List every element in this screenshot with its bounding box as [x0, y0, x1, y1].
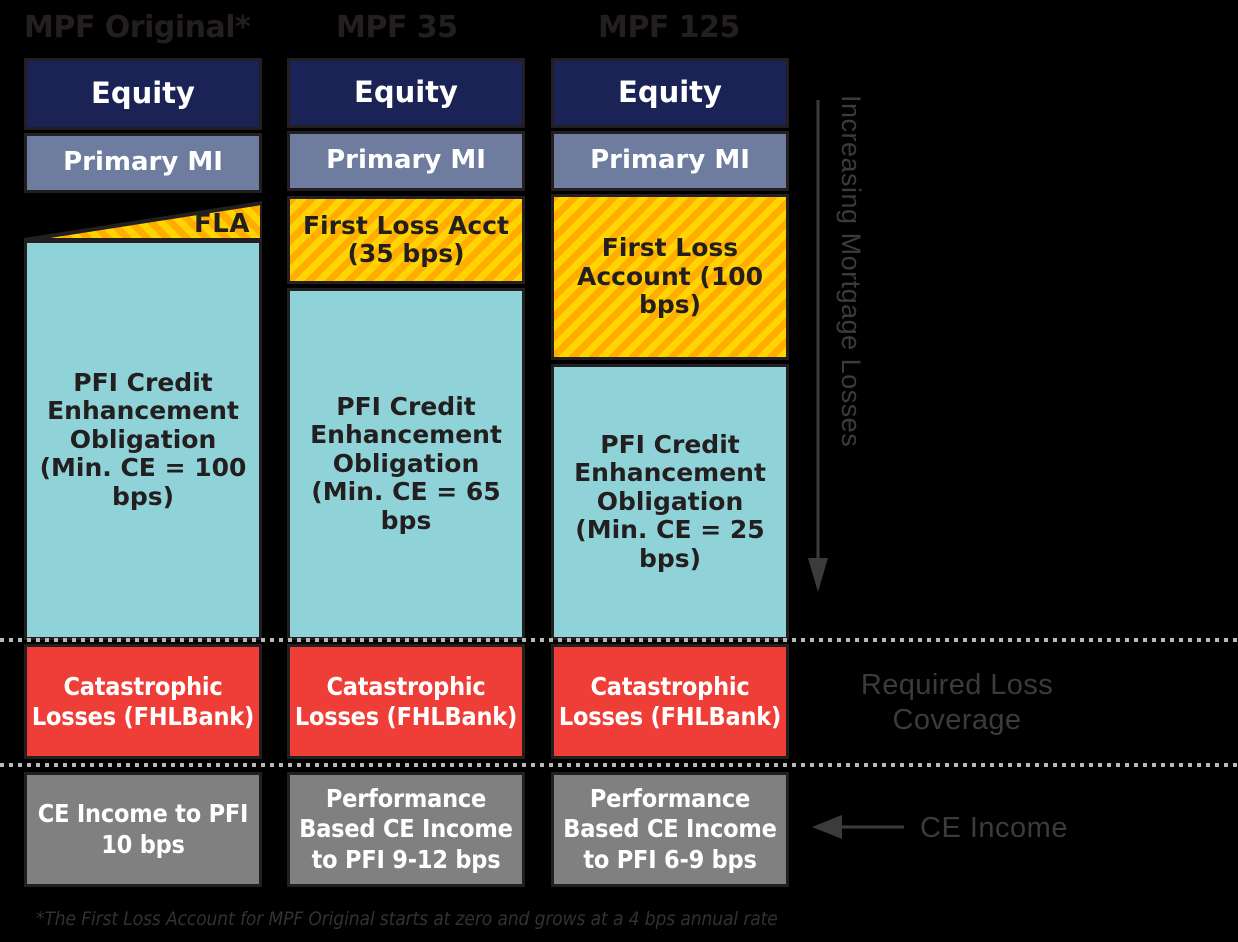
separator-required-loss-coverage-bottom — [0, 763, 1238, 767]
block-ce-income-mpf-125: Performance Based CE Income to PFI 6-9 b… — [551, 772, 789, 887]
fla-wedge-shape — [24, 200, 262, 242]
block-fla-label: FLA — [194, 209, 250, 239]
block-pfi-credit-enhancement-mpf-125: PFI Credit Enhancement Obligation (Min. … — [551, 364, 789, 640]
block-catastrophic-losses-mpf-original: Catastrophic Losses (FHLBank) — [24, 644, 262, 759]
increasing-losses-arrow-icon — [808, 100, 828, 592]
block-ce-income-mpf-35: Performance Based CE Income to PFI 9-12 … — [287, 772, 525, 887]
block-pfi-credit-enhancement-mpf-35: PFI Credit Enhancement Obligation (Min. … — [287, 288, 525, 640]
increasing-losses-label: Increasing Mortgage Losses — [836, 95, 866, 448]
required-loss-coverage-label: Required Loss Coverage — [860, 669, 1054, 737]
block-equity-mpf-original: Equity — [24, 58, 262, 130]
ce-income-arrow-icon — [812, 814, 904, 843]
separator-required-loss-coverage-top — [0, 638, 1238, 642]
block-catastrophic-losses-mpf-35: Catastrophic Losses (FHLBank) — [287, 644, 525, 759]
block-catastrophic-losses-mpf-125: Catastrophic Losses (FHLBank) — [551, 644, 789, 759]
block-primary-mi-mpf-original: Primary MI — [24, 133, 262, 193]
ce-income-label: CE Income — [920, 812, 1068, 844]
block-fla-wedge-mpf-original: FLA — [24, 199, 262, 243]
column-header-mpf-original: MPF Original* — [24, 10, 251, 45]
ce-income-annotation: CE Income — [812, 812, 1068, 845]
column-header-mpf-125: MPF 125 — [598, 10, 740, 45]
block-ce-income-mpf-original: CE Income to PFI 10 bps — [24, 772, 262, 887]
column-header-mpf-35: MPF 35 — [336, 10, 458, 45]
block-first-loss-account-mpf-125: First Loss Account (100 bps) — [551, 194, 789, 360]
footnote-text: *The First Loss Account for MPF Original… — [36, 908, 778, 930]
block-primary-mi-mpf-35: Primary MI — [287, 131, 525, 191]
block-pfi-credit-enhancement-mpf-original: PFI Credit Enhancement Obligation (Min. … — [24, 240, 262, 640]
block-first-loss-account-mpf-35: First Loss Acct (35 bps) — [287, 196, 525, 284]
block-equity-mpf-125: Equity — [551, 58, 789, 128]
block-primary-mi-mpf-125: Primary MI — [551, 131, 789, 191]
block-equity-mpf-35: Equity — [287, 58, 525, 128]
